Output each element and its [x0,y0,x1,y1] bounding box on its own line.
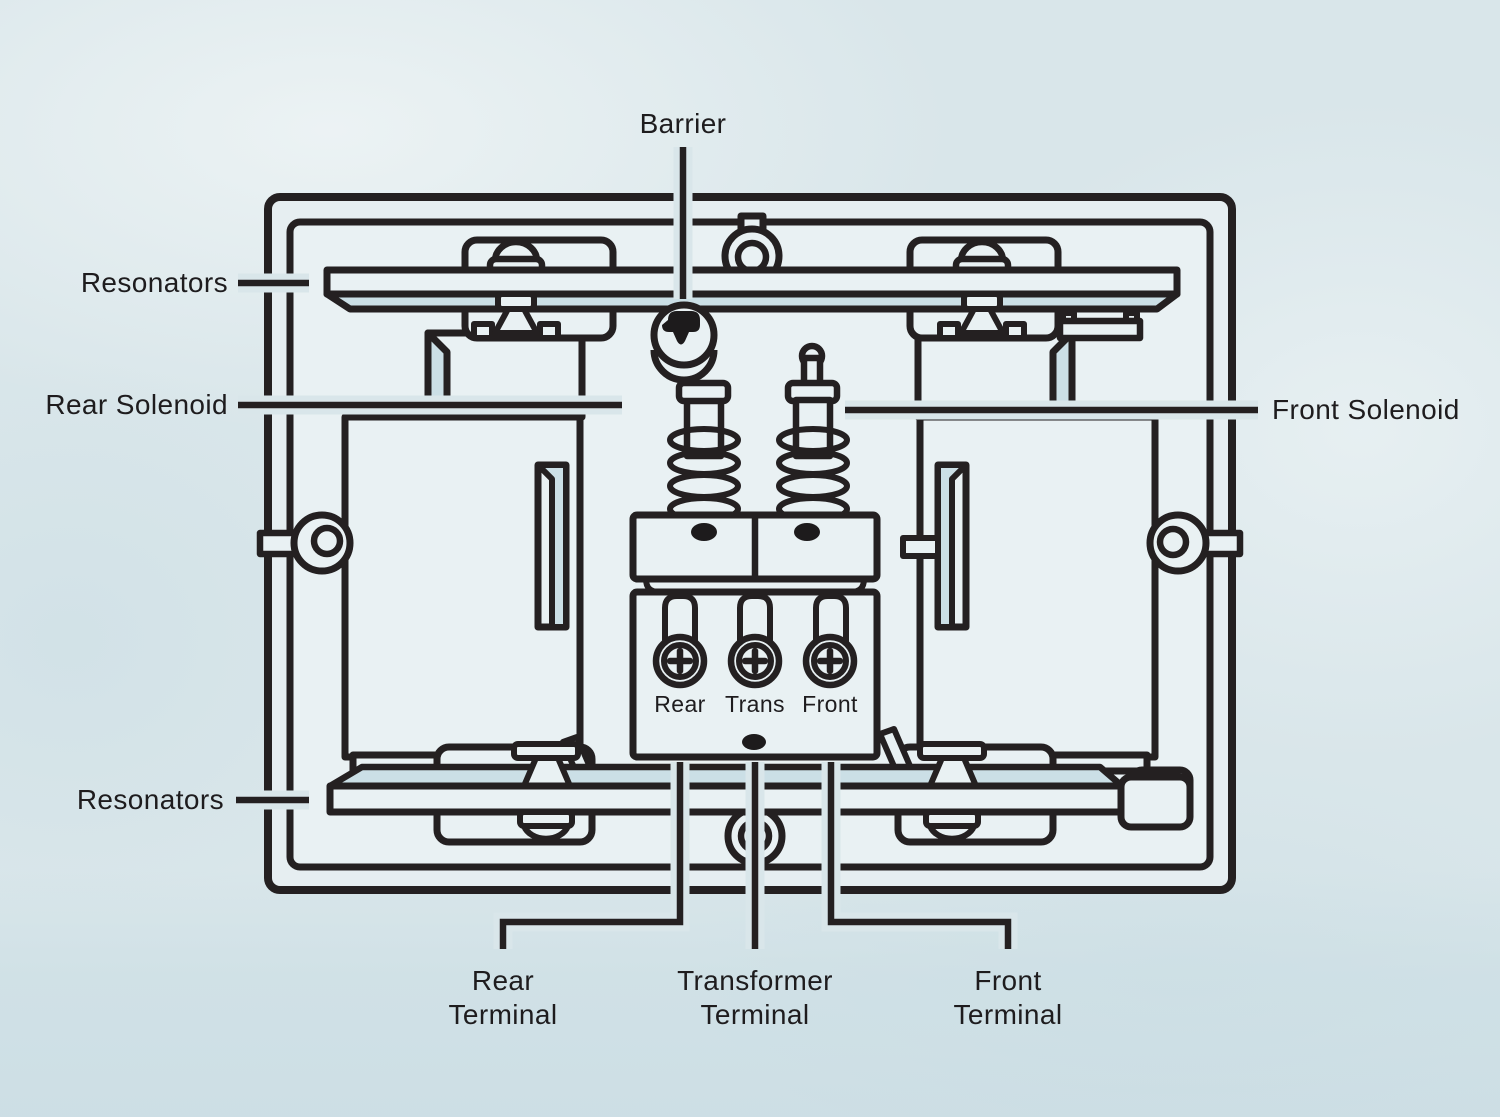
terminal-block-rivet [742,734,766,750]
rear-terminal-leader [499,762,684,949]
rear-bottom-standoff-mushroom [517,809,575,842]
top-resonator-bar [323,266,1181,313]
front-striker-slat [900,461,970,631]
rear-terminal-screw [652,633,708,689]
left-mounting-ear [256,511,354,575]
front-terminal-screw [802,633,858,689]
barrier-mount [650,301,718,384]
barrier-label: Barrier [640,108,727,139]
screw-label-trans: Trans [725,691,785,717]
bottom-resonator-bar [326,766,1194,831]
front-bottom-standoff-mushroom [923,809,981,842]
rear-top-standoff-foot [471,291,561,341]
screw-label-front: Front [802,691,858,717]
front-solenoid-label: Front Solenoid [1272,394,1460,425]
leader-lines [236,147,1258,949]
rear-terminal-label: Rear [472,965,534,996]
resonators-bottom-label: Resonators [77,784,224,815]
terminal-block [629,511,881,761]
rear-terminal-label-2: Terminal [448,999,557,1030]
rear-bottom-standoff-top [511,741,581,789]
transformer-terminal-label-2: Terminal [700,999,809,1030]
right-mounting-ear [1146,511,1244,575]
front-terminal-leader [827,762,1012,949]
front-plunger-pivot [794,523,820,541]
rear-solenoid-plunger [667,379,741,523]
rear-striker-slat [534,461,570,631]
rear-plunger-pivot [691,523,717,541]
resonators-top-label: Resonators [81,267,228,298]
screw-label-rear: Rear [654,691,705,717]
transformer-terminal-label: Transformer [677,965,833,996]
barrier-pad [662,311,700,345]
front-top-standoff-foot [937,291,1027,341]
front-terminal-label-2: Terminal [953,999,1062,1030]
front-solenoid-spring [776,426,850,523]
rear-solenoid-label: Rear Solenoid [45,389,228,420]
front-solenoid-plunger [776,342,850,523]
transformer-terminal-screw [727,633,783,689]
front-terminal-label: Front [974,965,1041,996]
